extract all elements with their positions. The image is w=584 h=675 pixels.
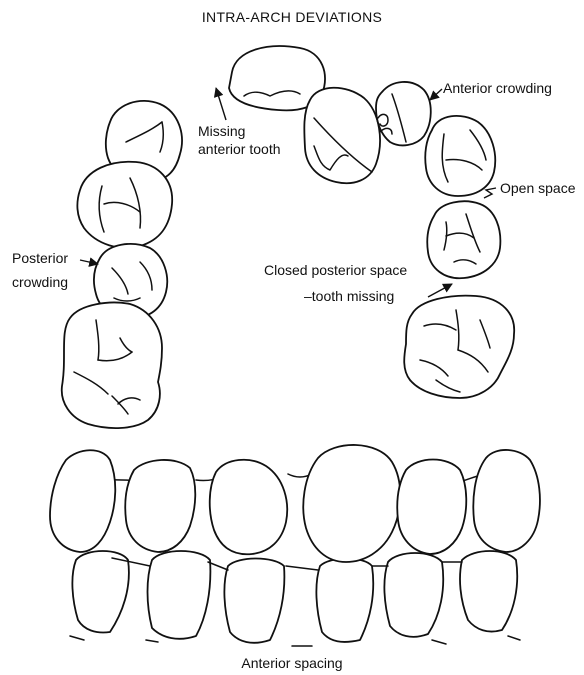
spacing-lines [70,558,520,646]
tooth-canine-right [425,116,495,196]
label-closed-line2: –tooth missing [304,288,394,304]
arrow-posterior-crowding [80,260,98,264]
label-open-space-text: Open space [500,180,576,196]
label-anterior-crowding: Anterior crowding [430,80,552,100]
label-anterior-crowding-text: Anterior crowding [443,80,552,96]
tooth-incisor-tilted [304,88,380,183]
label-posterior-line2: crowding [12,274,68,290]
open-space-mark [484,188,496,198]
frontal-dentition [50,445,540,646]
label-posterior-crowding: Posterior crowding [12,250,98,290]
figure-caption: Anterior spacing [241,655,342,671]
arrow-anterior-crowding [430,89,442,100]
label-missing-line2: anterior tooth [198,141,281,157]
tooth-premolar-left-1 [77,162,172,248]
arrow-missing-anterior [216,88,226,120]
figure-title: INTRA-ARCH DEVIATIONS [202,9,382,25]
label-missing-line1: Missing [198,123,245,139]
tooth-molar-left [62,303,162,429]
lower-teeth-row [72,551,517,643]
label-open-space: Open space [484,180,576,198]
tooth-premolar-right [427,201,500,278]
label-closed-line1: Closed posterior space [264,262,407,278]
upper-arch [62,46,514,428]
arrow-closed-posterior [428,284,452,297]
tooth-incisor-crowded [376,82,431,145]
upper-teeth-row [50,445,540,562]
tooth-molar-right [404,296,514,398]
label-closed-posterior-space: Closed posterior space –tooth missing [264,262,452,304]
label-posterior-line1: Posterior [12,250,68,266]
